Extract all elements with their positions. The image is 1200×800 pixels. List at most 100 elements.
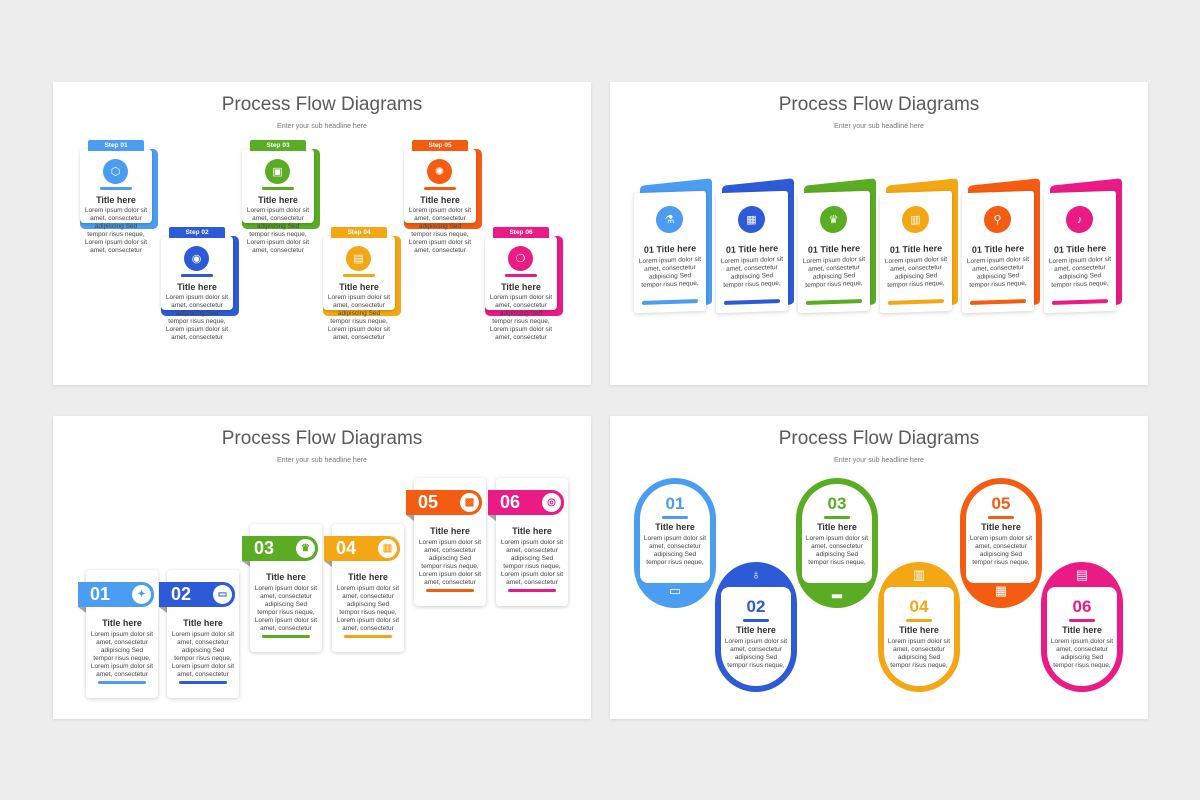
bus-icon: ▩ (460, 493, 479, 512)
card-text: Lorem ipsum dolor sit amet, consectetur … (171, 631, 235, 678)
step-label: Step 05 (412, 140, 468, 151)
trophy-icon: ♛ (296, 539, 315, 558)
number-tab: 05 ▩ (406, 490, 482, 521)
podium-icon: ▥ (912, 567, 926, 582)
tab-fold (488, 515, 496, 521)
card-text: Lorem ipsum dolor sit amet, consectetur … (246, 207, 310, 254)
accent-bar (806, 299, 862, 305)
accent-bar (642, 299, 698, 305)
card-text: Lorem ipsum dolor sit amet, consectetur … (969, 535, 1033, 566)
accent-bar (824, 516, 850, 519)
puzzle-icon: ▣ (265, 159, 290, 184)
accent-bar (906, 619, 932, 622)
card-text: Lorem ipsum dolor sit amet, consectetur … (500, 539, 564, 586)
number-tab: 03♛ (242, 536, 318, 567)
slide-subtitle: Enter your sub headline here (277, 457, 367, 464)
card-text: Lorem ipsum dolor sit amet, consectetur … (90, 631, 154, 678)
accent-bar (179, 681, 227, 684)
step-number: 01 (90, 584, 111, 604)
step-number: 05 (418, 492, 439, 512)
accent-bar (98, 681, 146, 684)
number-tab: 01✦ (78, 582, 154, 613)
accent-bar (662, 516, 688, 519)
accent-bar (181, 274, 213, 277)
card-text: Lorem ipsum dolor sit amet, consectetur … (805, 535, 869, 566)
card-title: Title here (430, 526, 470, 536)
tab-fold (159, 607, 167, 613)
accent-bar (970, 299, 1026, 305)
card-title: Title here (96, 195, 136, 205)
tab-fold (324, 561, 332, 567)
card-title: Title here (258, 195, 298, 205)
card-title: Title here (1062, 625, 1102, 635)
card-title: 01 Title here (725, 243, 779, 255)
map-icon: ▦ (994, 583, 1008, 598)
presentation-icon: ▥ (902, 205, 929, 234)
card-text: Lorem ipsum dolor sit amet, consectetur … (84, 207, 148, 254)
document-money-icon: ▤ (346, 246, 371, 271)
slide-step-cards: Process Flow Diagrams Enter your sub hea… (53, 82, 591, 385)
step-label: Step 06 (493, 227, 549, 238)
accent-bar (1069, 619, 1095, 622)
planet-icon: ♁ (751, 567, 761, 582)
card-text: Lorem ipsum dolor sit amet, consectetur … (887, 638, 951, 669)
card-text: Lorem ipsum dolor sit amet, consectetur … (489, 294, 553, 341)
card-text: Lorem ipsum dolor sit amet, consectetur … (1048, 255, 1112, 290)
slide-title: Process Flow Diagrams (221, 94, 423, 115)
accent-bar (426, 589, 474, 592)
tab-fold (406, 515, 414, 521)
card-title: Title here (512, 526, 552, 536)
step-number: 06 (500, 492, 521, 512)
accent-bar (1052, 299, 1108, 305)
card-text: Lorem ipsum dolor sit amet, consectetur … (254, 585, 318, 632)
balloon-icon: ◉ (184, 246, 209, 271)
presentation-icon: ▥ (378, 539, 397, 558)
accent-bar (262, 187, 294, 190)
monitor-icon: ▭ (668, 583, 682, 598)
accent-bar (888, 299, 944, 305)
calculator-icon: ▤ (1075, 567, 1089, 582)
laptop-icon: ▭ (213, 585, 232, 604)
hexagon-cubes-icon: ⬡ (103, 159, 128, 184)
card-title: Title here (736, 625, 776, 635)
card-title: Title here (339, 282, 379, 292)
slide-rounded-pills: Process Flow Diagrams Enter your sub hea… (610, 416, 1148, 719)
slide-subtitle: Enter your sub headline here (277, 123, 367, 130)
card-text: Lorem ipsum dolor sit amet, consectetur … (1050, 638, 1114, 669)
tab-fold (242, 561, 250, 567)
